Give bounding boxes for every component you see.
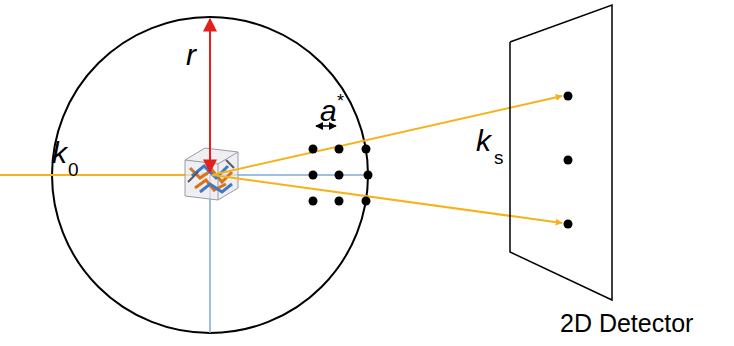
lattice-spacing-label: a <box>320 96 337 126</box>
radius-label: r <box>186 40 196 70</box>
diffraction-spot <box>564 220 573 229</box>
diffraction-spot <box>564 92 573 101</box>
crystal <box>185 148 238 200</box>
reciprocal-lattice-points <box>309 145 373 206</box>
incident-beam <box>0 174 208 176</box>
diffraction-spot <box>564 156 573 165</box>
detector-plane <box>510 5 612 300</box>
wavevector-subscript: s <box>494 148 504 167</box>
wavevector-label: k <box>476 126 491 156</box>
detector-outline <box>500 0 730 346</box>
detector-label: 2D Detector <box>560 311 693 336</box>
reciprocal-mark: * <box>337 92 344 110</box>
wavevector-label: k <box>52 138 67 168</box>
detector-panel: 2D Detector <box>500 0 730 346</box>
wavevector-subscript: 0 <box>68 160 79 179</box>
radius-arrow <box>209 19 211 172</box>
